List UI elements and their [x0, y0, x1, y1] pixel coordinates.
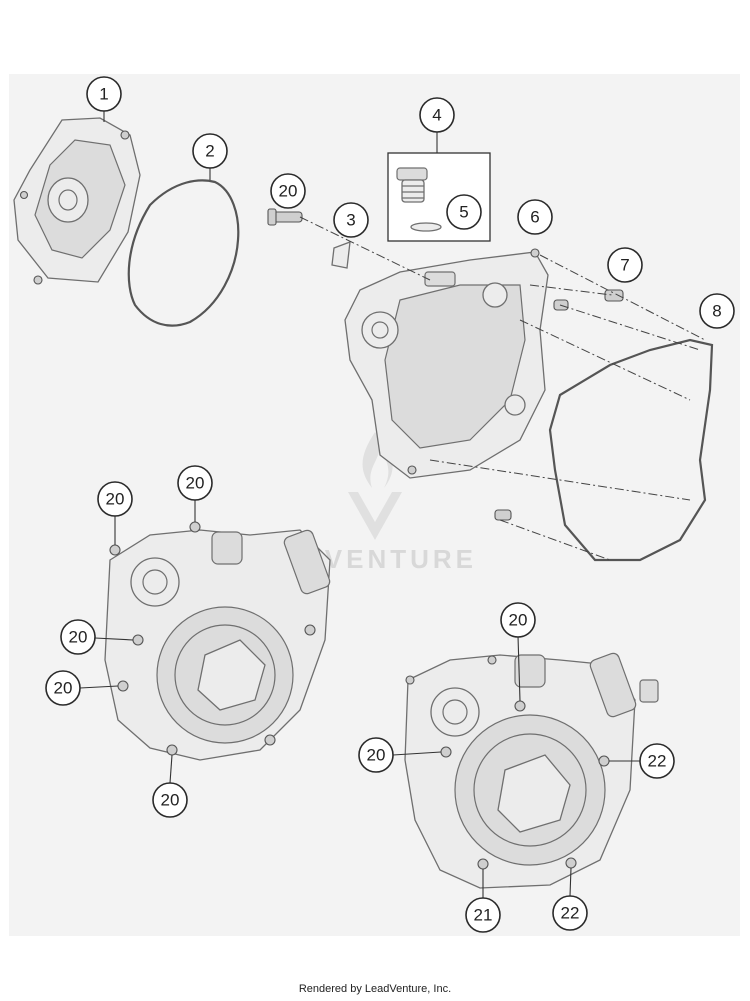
- callout-7: 7: [607, 247, 643, 283]
- callout-20-right-left: 20: [358, 737, 394, 773]
- svg-text:20: 20: [106, 490, 125, 509]
- callout-20-right-top: 20: [500, 602, 536, 638]
- clutch-cover-assembly-left: [104, 521, 331, 761]
- svg-text:20: 20: [186, 474, 205, 493]
- svg-text:2: 2: [205, 142, 214, 161]
- part-7-dowel-c: [494, 509, 512, 521]
- part-8-clutch-gasket: [548, 338, 714, 562]
- svg-text:20: 20: [509, 611, 528, 630]
- part-1-ignition-cover: [13, 117, 141, 285]
- svg-text:1: 1: [99, 85, 108, 104]
- svg-text:5: 5: [459, 203, 468, 222]
- part-6-clutch-cover: [344, 248, 549, 479]
- callout-2: 2: [192, 133, 228, 169]
- svg-text:4: 4: [432, 106, 441, 125]
- part-4-oil-plug: [396, 167, 428, 203]
- callout-20-left-lower: 20: [45, 670, 81, 706]
- svg-text:20: 20: [69, 628, 88, 647]
- part-20-bolt-top: [267, 208, 303, 226]
- callout-20-left-upper: 20: [97, 481, 133, 517]
- svg-text:20: 20: [54, 679, 73, 698]
- part-5-o-ring: [410, 222, 442, 232]
- callout-20-left-top: 20: [177, 465, 213, 501]
- svg-text:20: 20: [279, 182, 298, 201]
- callout-4: 4: [419, 97, 455, 133]
- callout-20-left-bottom: 20: [152, 782, 188, 818]
- svg-text:21: 21: [474, 906, 493, 925]
- callout-21: 21: [465, 897, 501, 933]
- callout-22-right: 22: [639, 743, 675, 779]
- svg-text:3: 3: [346, 211, 355, 230]
- callout-22-bottom: 22: [552, 895, 588, 931]
- svg-text:20: 20: [161, 791, 180, 810]
- svg-text:22: 22: [561, 904, 580, 923]
- svg-text:20: 20: [367, 746, 386, 765]
- svg-text:22: 22: [648, 752, 667, 771]
- callout-1: 1: [86, 76, 122, 112]
- callout-5: 5: [446, 194, 482, 230]
- callout-6: 6: [517, 199, 553, 235]
- svg-text:6: 6: [530, 208, 539, 227]
- callout-20-top: 20: [270, 173, 306, 209]
- callout-20-left-mid: 20: [60, 619, 96, 655]
- part-3-washer: [331, 241, 351, 269]
- footer-credit: Rendered by LeadVenture, Inc.: [298, 983, 452, 995]
- clutch-cover-assembly-right: [404, 652, 659, 889]
- part-7-dowel-a: [604, 289, 624, 302]
- part-2-cover-gasket: [127, 179, 240, 327]
- callout-8: 8: [699, 293, 735, 329]
- svg-text:8: 8: [712, 302, 721, 321]
- leader-lines: [79, 111, 641, 898]
- assembly-lines: [299, 216, 706, 561]
- svg-text:7: 7: [620, 256, 629, 275]
- callout-3: 3: [333, 202, 369, 238]
